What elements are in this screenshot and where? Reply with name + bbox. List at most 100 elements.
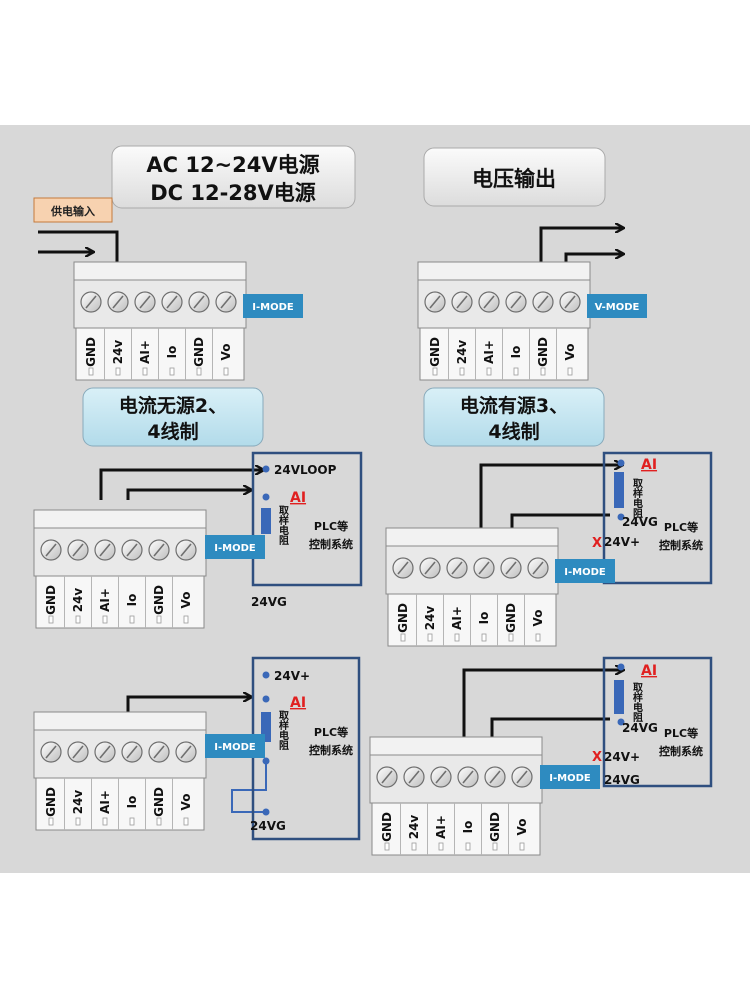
v-plus-label: 24V+ (274, 669, 310, 683)
x-mark: X (592, 750, 602, 765)
passive-heading-line2: 4线制 (147, 420, 198, 443)
power-heading-line1: AC 12~24V电源 (146, 153, 319, 177)
ai-label: AI (290, 490, 306, 506)
plc-line2: 控制系统 (309, 537, 353, 551)
terminal-label: AI+ (138, 340, 152, 364)
plc-line2: 控制系统 (309, 743, 353, 757)
screw-slot (489, 770, 501, 784)
terminal-label: Io (477, 612, 491, 625)
terminal-label: Io (165, 346, 179, 359)
screw-slot (424, 561, 436, 575)
lower-terminal-dot (262, 757, 270, 765)
vg-terminal-dot (617, 513, 625, 521)
loop-label: 24VLOOP (274, 463, 337, 477)
screw-slot (408, 770, 420, 784)
terminal-label: Vo (179, 794, 193, 811)
ai-terminal-dot (262, 493, 270, 501)
terminal-label: GND (380, 812, 394, 842)
plug-pin (540, 367, 546, 376)
plug-pin (567, 367, 573, 376)
terminal-label: Io (509, 346, 523, 359)
screw-slot (462, 770, 474, 784)
terminal-label: 24v (455, 340, 469, 365)
terminal-label: GND (152, 585, 166, 615)
terminal-label: AI+ (482, 340, 496, 364)
terminal-label: GND (488, 812, 502, 842)
vg-terminal-dot (617, 718, 625, 726)
mode-tag-label: I-MODE (214, 742, 256, 753)
screw-slot (45, 745, 57, 759)
terminal-label: Vo (531, 610, 545, 627)
vg-label-passive: 24VG (251, 595, 287, 609)
screw-slot (381, 770, 393, 784)
plug-pin (88, 367, 94, 376)
plug-pin (196, 367, 202, 376)
mode-tag-label: I-MODE (549, 773, 591, 784)
terminal-label: GND (396, 603, 410, 633)
mode-tag (587, 294, 647, 318)
br-wire-2 (490, 717, 610, 738)
plug-pin (492, 842, 498, 851)
screw-slot (99, 543, 111, 557)
active-heading-line1: 电流有源3、 (460, 394, 568, 417)
plug-pin (48, 615, 54, 624)
plug-pin (183, 615, 189, 624)
screw-slot (478, 561, 490, 575)
terminal-label: GND (44, 787, 58, 817)
plug-pin (115, 367, 121, 376)
plc-line1: PLC等 (314, 725, 348, 739)
plug-pin (75, 615, 81, 624)
terminal-label: Vo (219, 344, 233, 361)
mode-tag-label: I-MODE (214, 543, 256, 554)
screw-slot (483, 295, 495, 309)
terminal-label: Io (125, 796, 139, 809)
terminal-label: GND (428, 337, 442, 367)
ai-label: AI (641, 663, 657, 679)
plug-pin (459, 367, 465, 376)
ai-label: AI (290, 695, 306, 711)
plug-pin (142, 367, 148, 376)
power-heading-box (111, 145, 356, 209)
terminal-label: AI+ (98, 588, 112, 612)
terminal-label: AI+ (98, 790, 112, 814)
screw-slot (510, 295, 522, 309)
terminal-label: Vo (515, 819, 529, 836)
plc-border (602, 451, 713, 585)
mode-tag (205, 734, 265, 758)
bl-wire-vg (231, 761, 267, 813)
terminal-label: GND (44, 585, 58, 615)
terminal-label: Io (461, 821, 475, 834)
plug-pin (129, 817, 135, 826)
screw-slot (451, 561, 463, 575)
x-mark: X (592, 536, 602, 551)
terminal-label: GND (192, 337, 206, 367)
screw-slot (220, 295, 232, 309)
terminal-label: 24v (407, 815, 421, 840)
screw-slot (532, 561, 544, 575)
sampling-resistor (614, 472, 624, 508)
terminal-label: 24v (111, 340, 125, 365)
terminal-block-top (73, 261, 247, 281)
resistor-label: 取样电阻 (277, 710, 289, 751)
terminal-label: 24v (71, 588, 85, 613)
plug-pin (156, 615, 162, 624)
sampling-resistor (261, 508, 271, 534)
passive-heading-box (82, 387, 264, 447)
plc-line1: PLC等 (664, 726, 698, 740)
loop-terminal-dot (262, 465, 270, 473)
plc-border (251, 451, 363, 587)
voltage-heading-box (423, 147, 606, 207)
screw-slot (429, 295, 441, 309)
screw-slot (153, 543, 165, 557)
plug-pin (519, 842, 525, 851)
resistor-label: 取样电阻 (631, 682, 643, 723)
plc-line2: 控制系统 (659, 744, 703, 758)
passive-wire-loop (99, 470, 262, 500)
bottom-right-plc-box: AI 取样电阻 24VG PLC等 控制系统 (602, 656, 713, 788)
v-plus-label: 24V+ (604, 750, 640, 764)
passive-heading-line1: 电流无源2、 (119, 394, 227, 417)
